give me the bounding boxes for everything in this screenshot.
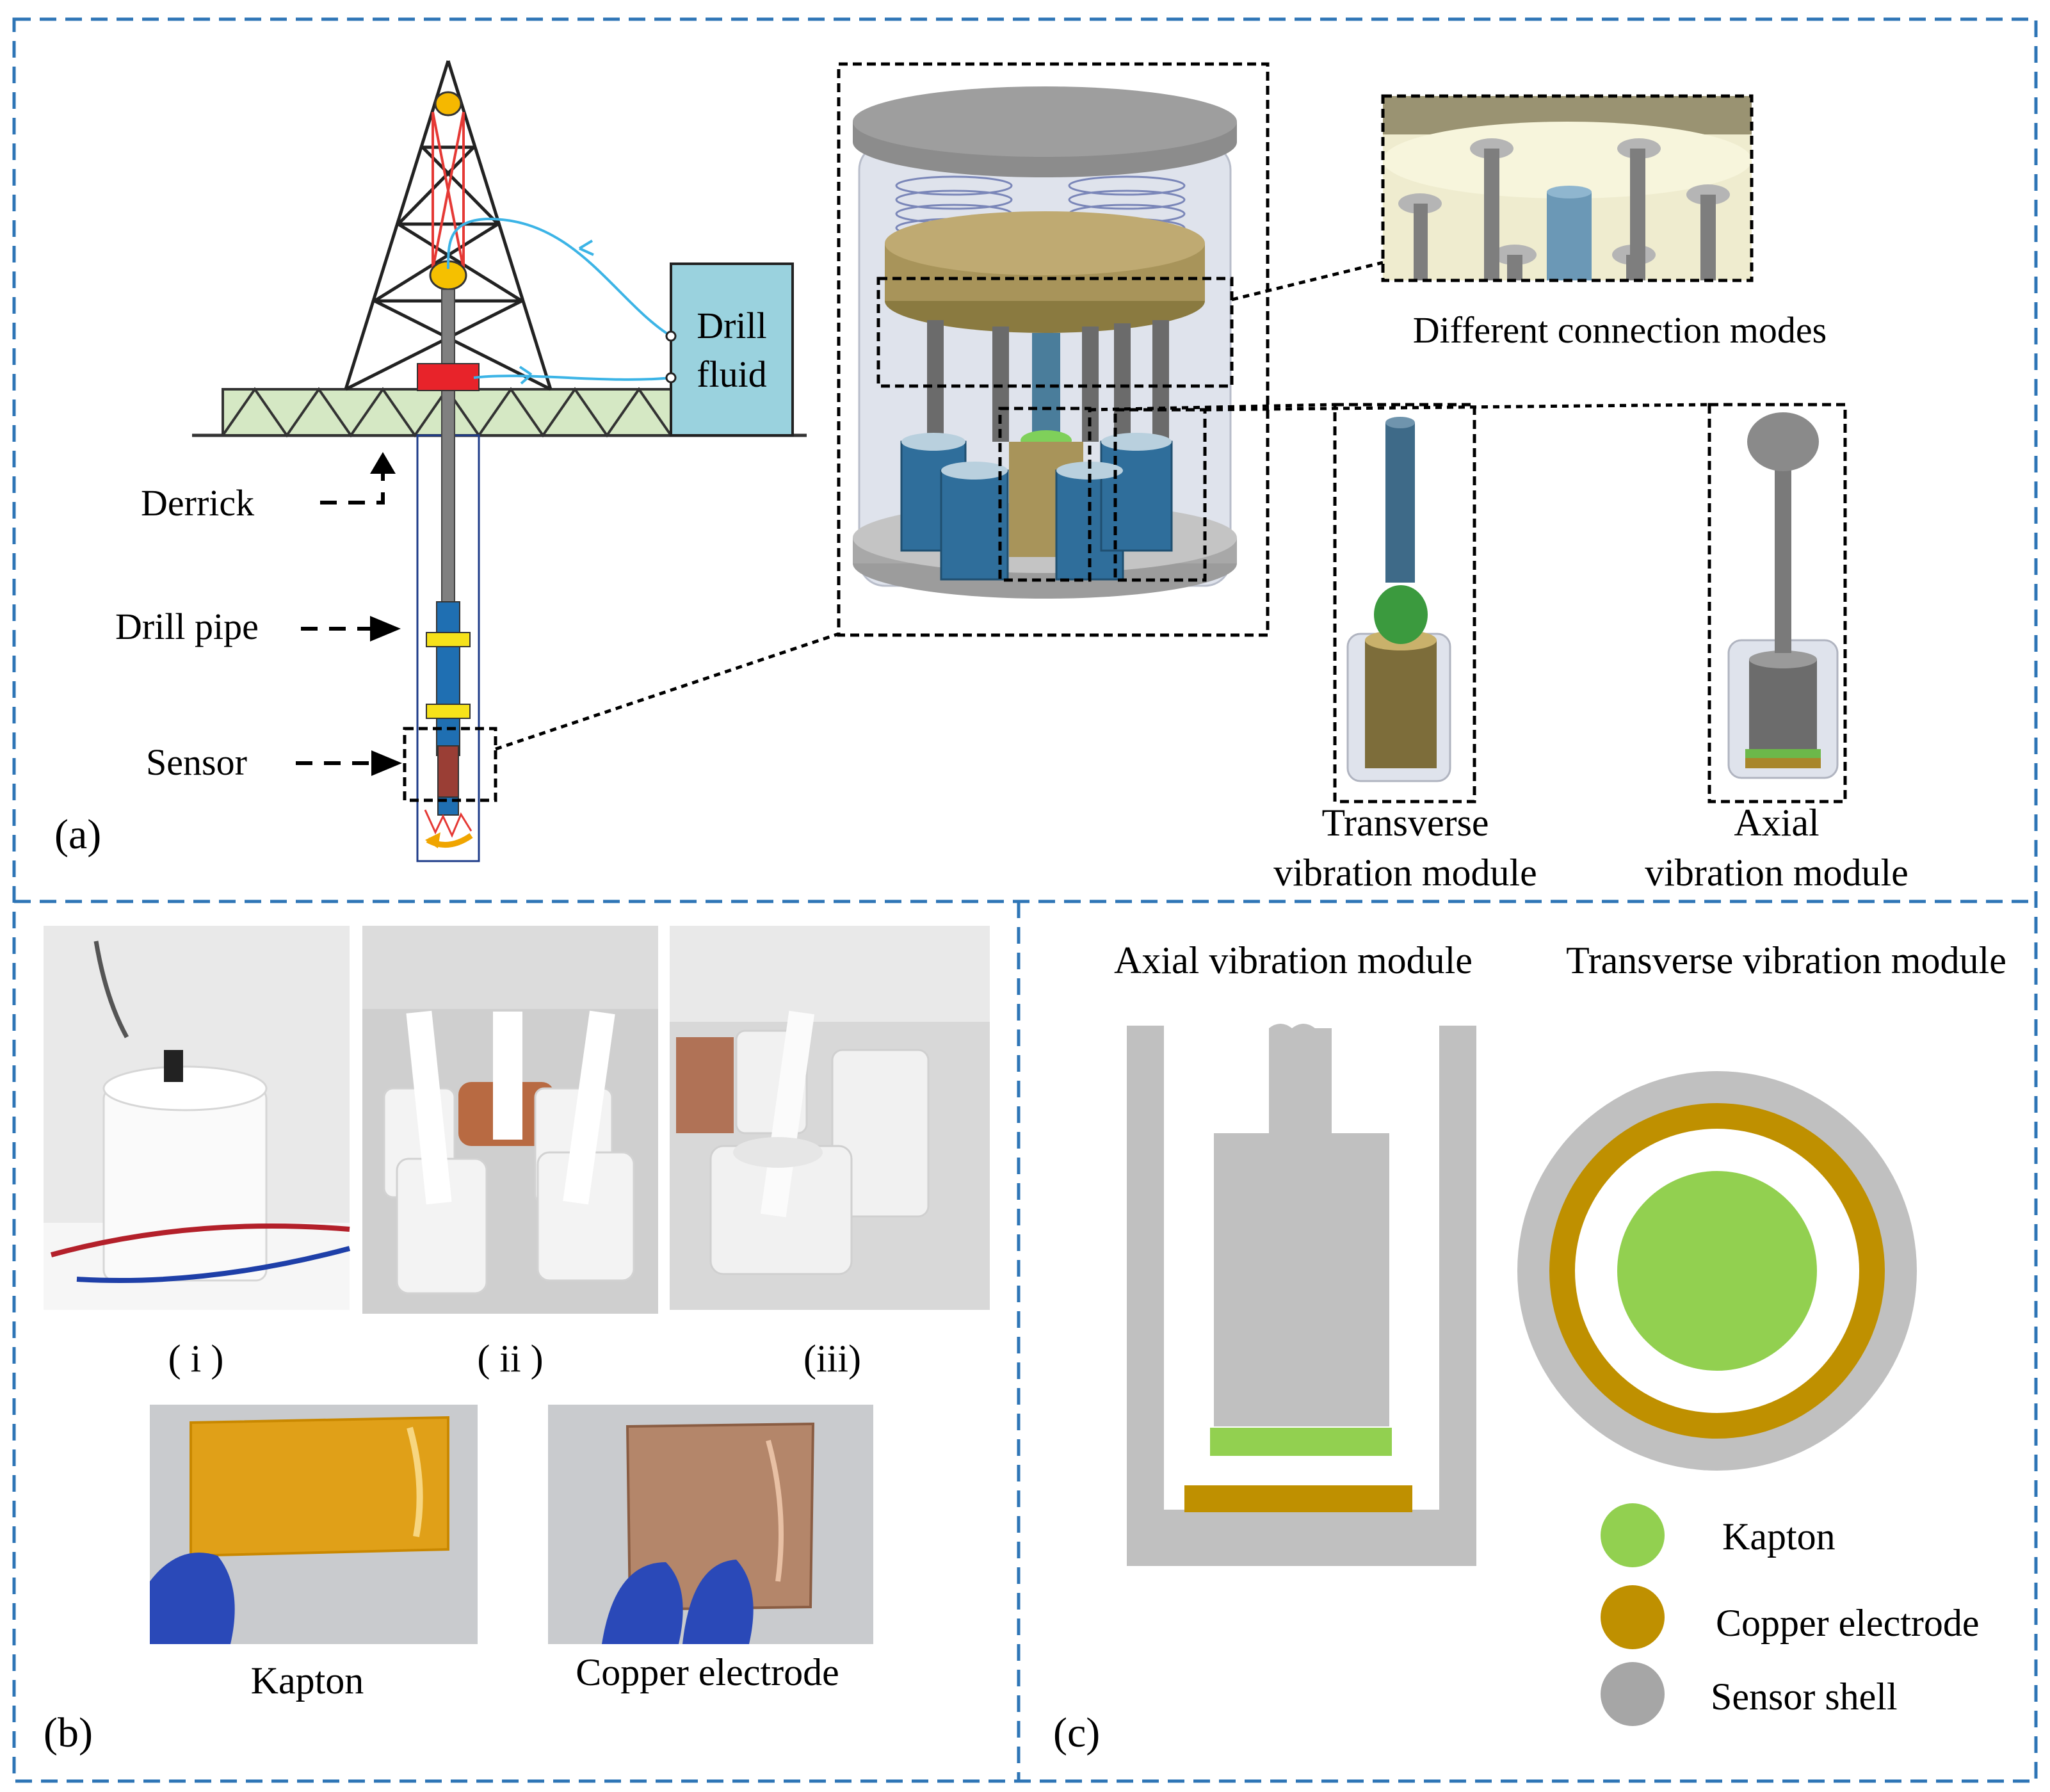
axial-kapton-layer [1210,1428,1392,1456]
axial-cross-section [1127,1024,1476,1566]
connection-modes-label: Different connection modes [1413,309,1827,351]
panel-c-tag: (c) [1053,1709,1100,1756]
photo-caption-i: ( i ) [168,1337,224,1380]
panel-c: Axial vibration module Transverse vibrat… [1053,939,2006,1756]
sensor-highlight-box [403,727,497,802]
derrick-arrowhead [370,452,396,474]
axial-shell [1127,1026,1476,1566]
drill-fluid-flow-lines [447,217,672,385]
rotary-table [417,363,480,391]
drill-fluid-box[interactable] [670,262,794,437]
stabilizer-lower [426,704,471,719]
axial-label-line2: vibration module [1645,852,1909,894]
drill-bit [424,809,473,848]
legend-label-kapton: Kapton [1722,1515,1836,1558]
transverse-label-line1: Transverse [1321,802,1489,844]
transverse-module-render [1333,403,1476,803]
photo-sensor-assembled [44,926,351,1310]
drill-pipe-label: Drill pipe [115,606,259,647]
derrick-label: Derrick [141,482,254,524]
photo-transverse-close [362,926,658,1314]
panel-a-tag: (a) [54,811,101,858]
axial-piston [1214,1024,1389,1426]
stabilizer-upper [426,632,471,647]
drill-pipe [441,289,455,604]
legend-swatch-shell [1601,1662,1665,1726]
axial-copper-layer [1184,1485,1412,1512]
legend-swatch-kapton [1601,1503,1665,1567]
transverse-zoom-line [1089,403,1336,412]
transverse-kapton-core [1617,1171,1817,1371]
panel-b-tag: (b) [44,1709,93,1756]
legend: Kapton Copper electrode Sensor shell [1601,1503,1979,1726]
hoist-cables [432,111,465,270]
drill-collar [436,601,460,756]
photo-axial-close [670,926,990,1310]
panel-a: Drill fluid Derrick Drill pipe Sensor (a… [54,60,1909,894]
sensor-arrowhead [371,750,402,776]
transverse-module-title: Transverse vibration module [1566,939,2006,981]
copper-photo-label: Copper electrode [576,1651,839,1693]
photo-kapton-film [150,1405,478,1644]
transverse-cross-section [1517,1071,1917,1471]
legend-swatch-copper [1601,1585,1665,1649]
photo-caption-iii: (iii) [803,1337,861,1380]
kapton-photo-label: Kapton [251,1659,364,1702]
crown-block [434,91,462,117]
axial-module-render [1707,403,1847,803]
photo-caption-ii: ( ii ) [477,1337,543,1380]
connection-zoom-line [1231,261,1384,302]
sensor-assembly-render [853,86,1237,599]
photo-copper-electrode [548,1405,873,1644]
panel-b: ( i ) ( ii ) (iii) Kapton Copper electro… [44,926,990,1756]
axial-module-title: Axial vibration module [1114,939,1473,981]
legend-label-shell: Sensor shell [1711,1675,1898,1718]
sensor-sub [437,745,459,798]
sensor-label: Sensor [146,741,247,783]
drill-pipe-arrowhead [370,616,401,642]
transverse-label-line2: vibration module [1273,852,1537,894]
panel-frames [12,17,2038,1783]
fluid-port-bottom [665,372,677,383]
sensor-zoom-line [495,632,839,751]
fluid-port-top [665,330,677,342]
drill-fluid-label-line1: Drill [697,305,767,346]
axial-zoom-line [1204,403,1710,412]
legend-label-copper: Copper electrode [1716,1602,1979,1644]
axial-label-line1: Axial [1734,802,1819,844]
drill-fluid-label-line2: fluid [697,353,767,395]
derrick-arrow [320,474,385,505]
connection-modes-inset [1381,94,1754,282]
